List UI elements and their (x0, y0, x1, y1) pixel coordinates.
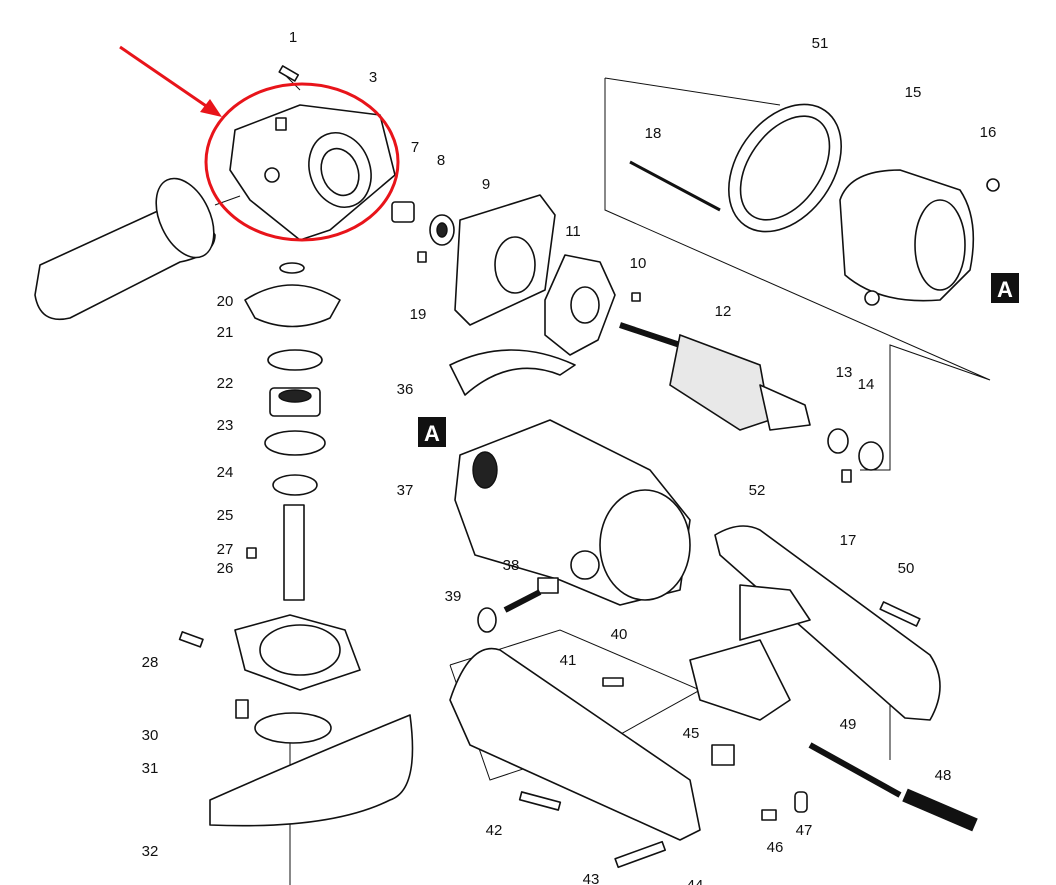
part-label: 17 (840, 532, 857, 549)
part-label: 24 (217, 464, 234, 481)
part-label: 3 (369, 69, 377, 86)
part-label: 50 (898, 560, 915, 577)
part-label: 7 (411, 139, 419, 156)
pointer-arrow (119, 45, 222, 117)
part-label: 46 (767, 839, 784, 856)
highlight-circle (204, 82, 400, 242)
part-label: 21 (217, 324, 234, 341)
part-label: 40 (611, 626, 628, 643)
side-handle (34, 177, 241, 320)
part-label: 39 (445, 588, 462, 605)
part-label: 37 (397, 482, 414, 499)
part-label: 9 (482, 176, 490, 193)
part-label: 23 (217, 417, 234, 434)
part-label: 42 (486, 822, 503, 839)
part-label: 19 (410, 306, 427, 323)
rear-handle-housing (449, 525, 978, 869)
ref-marker-a-left: A (418, 417, 446, 447)
part-label: 14 (858, 376, 875, 393)
part-label: 27 (217, 541, 234, 558)
spindle-assembly (178, 262, 414, 827)
part-label: 1 (289, 29, 297, 46)
part-label: 26 (217, 560, 234, 577)
part-label: 28 (142, 654, 159, 671)
part-label: 22 (217, 375, 234, 392)
part-label: 41 (560, 652, 577, 669)
carbon-brush-parts (477, 577, 559, 633)
part-label: 44 (687, 877, 704, 885)
part-label: 18 (645, 125, 662, 142)
part-labels: 1 3 7 8 9 10 11 12 13 14 15 16 17 18 19 … (142, 29, 997, 885)
motor-housing (449, 349, 691, 606)
part-label: 32 (142, 843, 159, 860)
part-label: 15 (905, 84, 922, 101)
field-coil (629, 103, 1000, 306)
armature (619, 322, 884, 483)
part-label: 48 (935, 767, 952, 784)
part-label: 11 (565, 223, 581, 240)
part-label: 51 (812, 35, 829, 52)
part-label: 13 (836, 364, 853, 381)
part-label: 16 (980, 124, 997, 141)
part-label: 52 (749, 482, 766, 499)
ref-marker-a-right: A (991, 273, 1019, 303)
svg-text:A: A (424, 421, 440, 446)
gear-housing (229, 65, 396, 241)
part-label: 20 (217, 293, 234, 310)
part-label: 43 (583, 871, 600, 885)
part-label: 36 (397, 381, 414, 398)
part-label: 8 (437, 152, 445, 169)
part-label: 30 (142, 727, 159, 744)
part-label: 47 (796, 822, 813, 839)
part-label: 49 (840, 716, 857, 733)
part-label: 45 (683, 725, 700, 742)
part-label: 12 (715, 303, 732, 320)
part-label: 10 (630, 255, 647, 272)
svg-text:A: A (997, 277, 1013, 302)
bearing-parts (391, 194, 641, 356)
part-label: 38 (503, 557, 520, 574)
part-label: 25 (217, 507, 234, 524)
part-label: 31 (142, 760, 159, 777)
